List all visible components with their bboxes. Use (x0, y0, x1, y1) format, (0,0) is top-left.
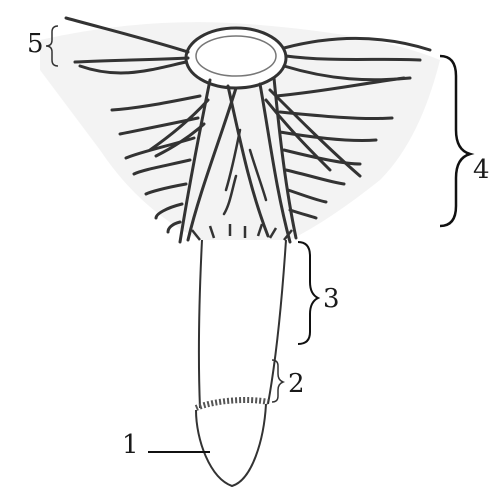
label-2: 2 (288, 371, 305, 397)
label-3: 3 (323, 286, 340, 312)
root-cap (196, 404, 266, 486)
label-5: 5 (27, 31, 44, 57)
label-4: 4 (473, 157, 490, 183)
label-1: 1 (122, 432, 139, 458)
root-body (199, 240, 286, 408)
root-crown (186, 28, 286, 88)
bracket-3 (298, 242, 318, 344)
bracket-4 (440, 56, 470, 226)
